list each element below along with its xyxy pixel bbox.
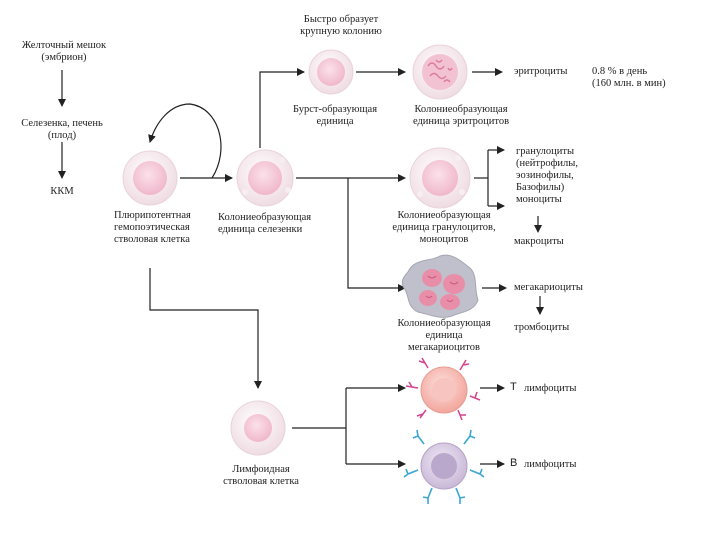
stem-to-lymphoid-arrow (149, 268, 262, 389)
granulocytes-label: гранулоциты(нейтрофилы,эозинофилы,Базофи… (516, 146, 578, 205)
erythrocytes-label: эритроциты (514, 66, 568, 77)
t-lymphocyte-cell-icon (405, 357, 481, 421)
lymphoid-branch-lines (292, 384, 505, 468)
granulocyte-bracket (474, 146, 542, 233)
macrophages-label: макроциты (514, 236, 564, 247)
spleen-cfu-cell-icon (236, 149, 294, 207)
lymphoid-stem-cell-icon (230, 400, 286, 456)
cfu-erythrocyte-cell-icon (412, 44, 468, 100)
self-renewal-arrow (148, 103, 222, 179)
megakaryocytes-label: мегакариоциты (514, 282, 583, 293)
spleen-liver-label: Селезенка, печень(плод) (21, 118, 103, 141)
cfus-branch-lines (259, 68, 406, 292)
production-rate-label: 0.8 % в день(160 млн. в мин) (592, 66, 666, 89)
platelets-label: тромбоциты (514, 322, 570, 333)
burst-forming-unit-cell-icon (308, 49, 354, 95)
b-lymphocyte-cell-icon (403, 429, 485, 504)
cfu-megakaryocyte-cell-icon (401, 254, 479, 318)
b-letter-label: B (510, 457, 518, 469)
b-lymphocytes-label: лимфоциты (524, 459, 577, 470)
cfu-gm-cell-icon (409, 147, 471, 209)
hematopoietic-stem-cell-icon (122, 150, 178, 206)
bone-marrow-label: ККМ (50, 186, 74, 197)
yolk-sac-label: Желточный мешок(эмбрион) (21, 40, 107, 63)
t-lymphocytes-label: лимфоциты (524, 383, 577, 394)
t-letter-label: T (510, 381, 517, 393)
